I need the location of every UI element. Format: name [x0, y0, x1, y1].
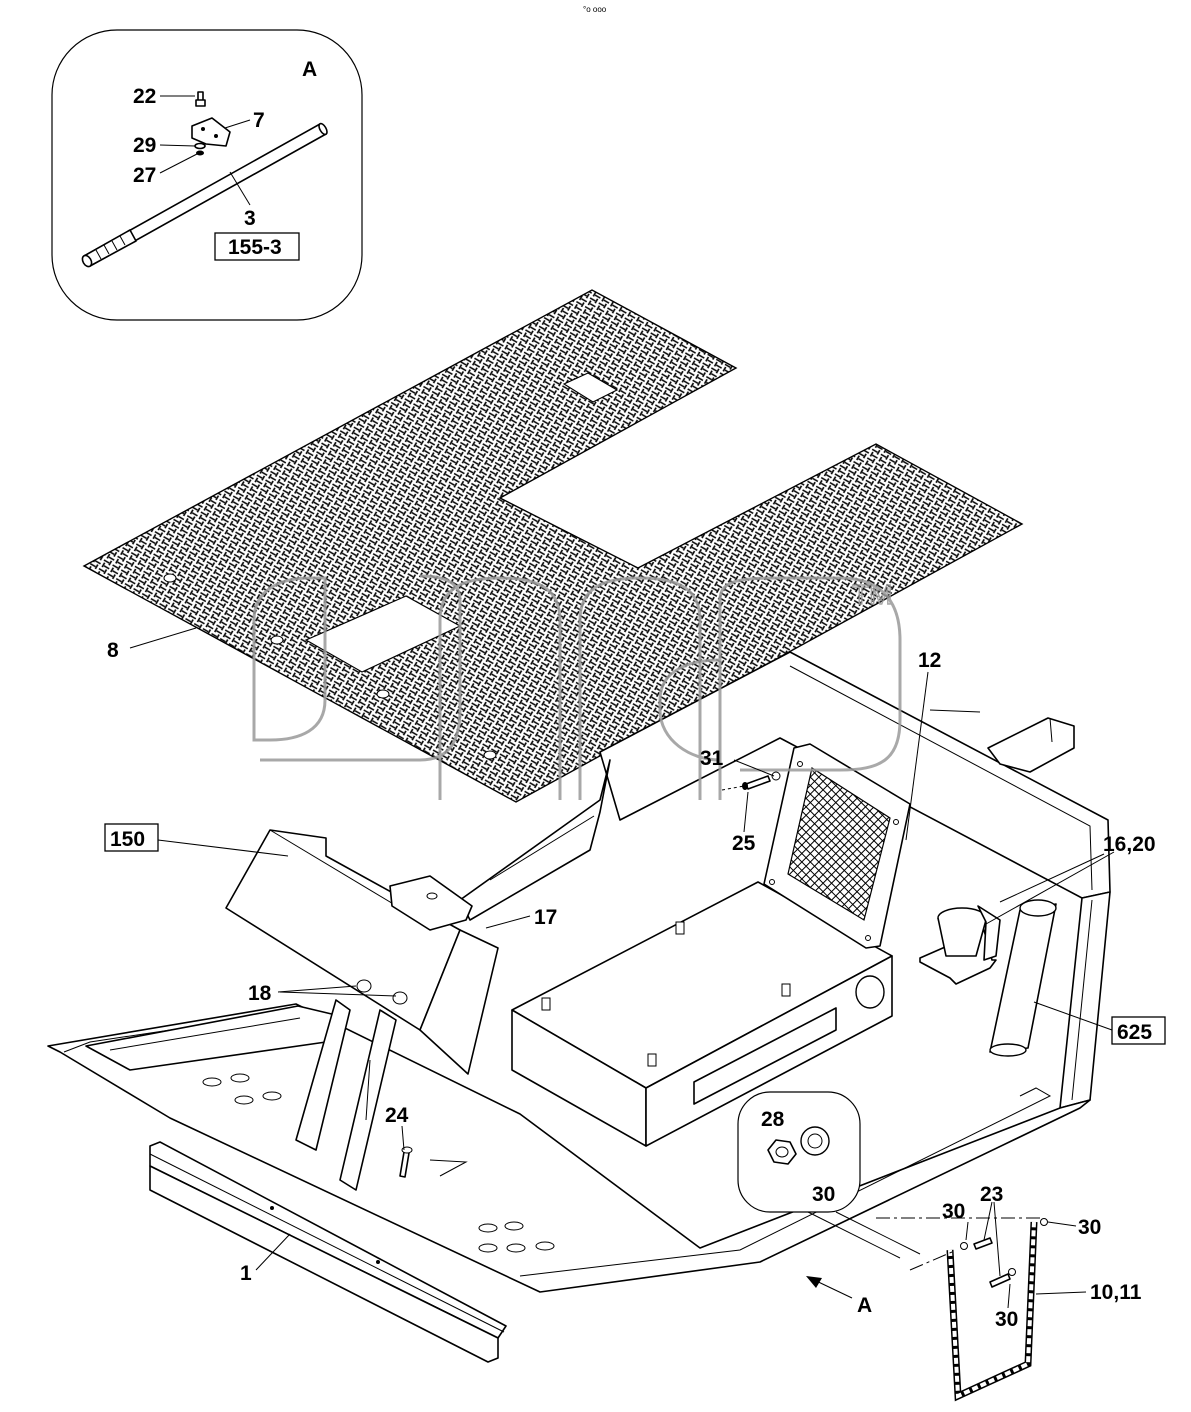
view-arrow-label: A: [857, 1294, 872, 1317]
step-bar-part-1: [149, 1141, 507, 1363]
trademark-mark: TM: [852, 579, 892, 610]
console-box-part-150: [225, 829, 499, 1075]
callout-18: 18: [248, 982, 272, 1005]
watermark: TM: [252, 574, 902, 800]
boxed-ref-150: 150: [110, 828, 145, 851]
callout-25: 25: [732, 832, 756, 855]
boxed-ref-625-frame: [1111, 1016, 1166, 1045]
floor-mat-part-8: [82, 289, 1024, 803]
battery-box: [511, 881, 893, 1147]
nut-washer-inset: [737, 1091, 921, 1259]
top-marker: °o ooo: [583, 5, 607, 14]
detail-view-letter: A: [302, 58, 317, 81]
callout-17: 17: [534, 906, 557, 929]
callout-30-c: 30: [995, 1308, 1018, 1331]
callout-23: 23: [980, 1183, 1003, 1206]
callout-24: 24: [385, 1104, 409, 1127]
callout-27: 27: [133, 164, 156, 187]
detail-view-a: A 22 7 29 27 3 155-3: [51, 29, 363, 321]
callout-1: 1: [240, 1262, 252, 1285]
clip-part-7: [191, 91, 231, 156]
callout-12: 12: [918, 649, 941, 672]
chain-handle-part-10-11: [876, 1217, 1048, 1402]
boxed-ref-155-3: 155-3: [228, 236, 282, 259]
callout-30-a: 30: [942, 1200, 965, 1223]
callout-31: 31: [700, 747, 724, 770]
callout-28: 28: [761, 1108, 785, 1131]
bolt-part-25: [721, 771, 781, 791]
callout-3: 3: [244, 207, 256, 230]
rod-part-3: [81, 122, 328, 268]
callout-10-11: 10,11: [1090, 1281, 1142, 1304]
cup-holder-part-16-20: [919, 905, 1001, 985]
bolt-part-24: [399, 1146, 413, 1178]
callout-22: 22: [133, 85, 156, 108]
leader-lines: [129, 627, 1115, 1309]
callout-30-inset: 30: [812, 1183, 835, 1206]
vent-grille-part-12: [763, 743, 911, 949]
boxed-ref-625: 625: [1117, 1021, 1152, 1044]
callout-16-20: 16,20: [1103, 833, 1156, 856]
boxed-ref-150-frame: [104, 823, 159, 852]
cylinder-part-625: [989, 899, 1057, 1057]
callout-30-b: 30: [1078, 1216, 1101, 1239]
callout-8: 8: [107, 639, 119, 662]
callout-29: 29: [133, 134, 156, 157]
callout-7: 7: [253, 109, 265, 132]
